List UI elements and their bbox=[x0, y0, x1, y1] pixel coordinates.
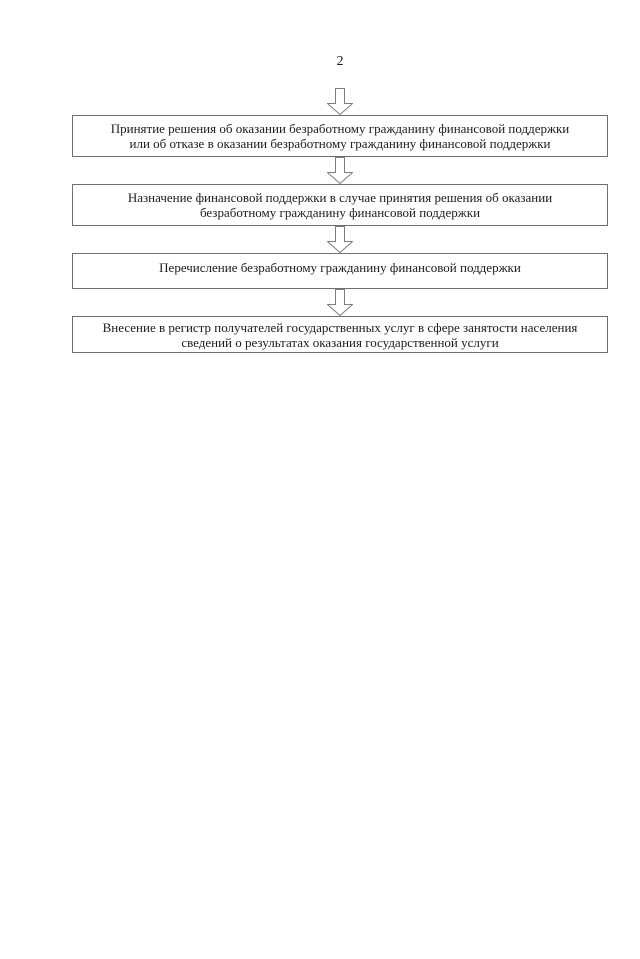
box-line: или об отказе в оказании безработному гр… bbox=[129, 136, 551, 151]
box-line: Принятие решения об оказании безработном… bbox=[110, 121, 570, 136]
down-arrow-icon bbox=[327, 88, 353, 115]
down-arrow-icon bbox=[327, 157, 353, 184]
document-page: 2 Принятие решения об оказании безработн… bbox=[0, 54, 640, 959]
box-line: Внесение в регистр получателей государст… bbox=[102, 319, 578, 335]
page-number: 2 bbox=[336, 54, 344, 69]
flow-box-assignment: Назначение финансовой поддержки в случае… bbox=[72, 184, 608, 226]
down-arrow-icon bbox=[327, 289, 353, 316]
flow-box-decision: Принятие решения об оказании безработном… bbox=[72, 115, 608, 157]
flow-connector-3 bbox=[72, 226, 608, 253]
flow-connector-1 bbox=[72, 88, 608, 115]
flow-box-transfer: Перечисление безработному гражданину фин… bbox=[72, 253, 608, 289]
flow-connector-4 bbox=[72, 289, 608, 316]
flowchart-column: 2 Принятие решения об оказании безработн… bbox=[72, 54, 608, 353]
box-line: Назначение финансовой поддержки в случае… bbox=[127, 190, 553, 205]
box-line: Перечисление безработному гражданину фин… bbox=[159, 260, 521, 275]
flow-box-register-entry: Внесение в регистр получателей государст… bbox=[72, 316, 608, 353]
down-arrow-icon bbox=[327, 226, 353, 253]
box-line: безработному гражданину финансовой подде… bbox=[199, 205, 481, 220]
box-line: сведений о результатах оказания государс… bbox=[181, 334, 499, 350]
flow-connector-2 bbox=[72, 157, 608, 184]
